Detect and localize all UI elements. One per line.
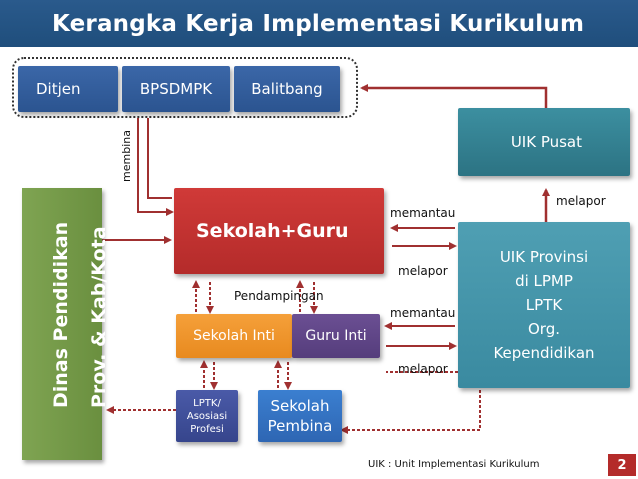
uik-provinsi-line-4: Org. xyxy=(528,320,560,338)
membina-label: membina xyxy=(120,130,133,182)
bpsdmpk-box: BPSDMPK xyxy=(122,66,230,112)
arrow-membina-1 xyxy=(137,118,174,216)
uik-provinsi-line-1: UIK Provinsi xyxy=(499,248,589,266)
dinas-line-1: Dinas Pendidikan xyxy=(50,221,72,408)
melapor-label-2: melapor xyxy=(398,362,448,376)
ditjen-box: Ditjen xyxy=(18,66,118,112)
sekolah-guru-box: Sekolah+Guru xyxy=(174,188,384,274)
arrow-pusat-to-balitbang xyxy=(360,84,548,108)
footer-note: UIK : Unit Implementasi Kurikulum xyxy=(368,459,540,470)
arrow-membina-2 xyxy=(147,118,172,199)
memantau-label-1: memantau xyxy=(390,206,456,220)
pembina-line-1: Sekolah xyxy=(270,397,330,415)
uik-provinsi-box: UIK Provinsi di LPMP LPTK Org. Kependidi… xyxy=(458,222,630,388)
uik-provinsi-line-5: Kependidikan xyxy=(493,344,595,362)
pembina-line-2: Pembina xyxy=(267,417,333,435)
arrow-provinsi-to-pembina xyxy=(340,380,481,434)
guru-inti-box: Guru Inti xyxy=(292,314,380,358)
lptk-line-3: Profesi xyxy=(190,423,224,435)
uik-pusat-box: UIK Pusat xyxy=(458,108,630,176)
top-institutions-group xyxy=(12,57,358,118)
balitbang-box: Balitbang xyxy=(234,66,340,112)
page-title: Kerangka Kerja Implementasi Kurikulum xyxy=(0,0,638,47)
melapor-label-1: melapor xyxy=(398,264,448,278)
sekolah-inti-box: Sekolah Inti xyxy=(176,314,292,358)
lptk-line-2: Asosiasi xyxy=(186,410,228,422)
uik-provinsi-line-3: LPTK xyxy=(525,296,563,314)
dinas-line-2: Prov. & Kab/Kota xyxy=(88,226,110,408)
memantau-label-2: memantau xyxy=(390,306,456,320)
page-number: 2 xyxy=(608,454,636,476)
dinas-pendidikan-box: Dinas Pendidikan Prov. & Kab/Kota xyxy=(22,188,110,460)
uik-provinsi-line-2: di LPMP xyxy=(515,272,573,290)
pendampingan-label: Pendampingan xyxy=(234,289,324,303)
sekolah-pembina-box: Sekolah Pembina xyxy=(258,390,342,442)
lptk-asosiasi-box: LPTK/ Asosiasi Profesi xyxy=(176,390,238,442)
lptk-line-1: LPTK/ xyxy=(193,397,221,409)
melapor-pusat-label: melapor xyxy=(556,194,606,208)
